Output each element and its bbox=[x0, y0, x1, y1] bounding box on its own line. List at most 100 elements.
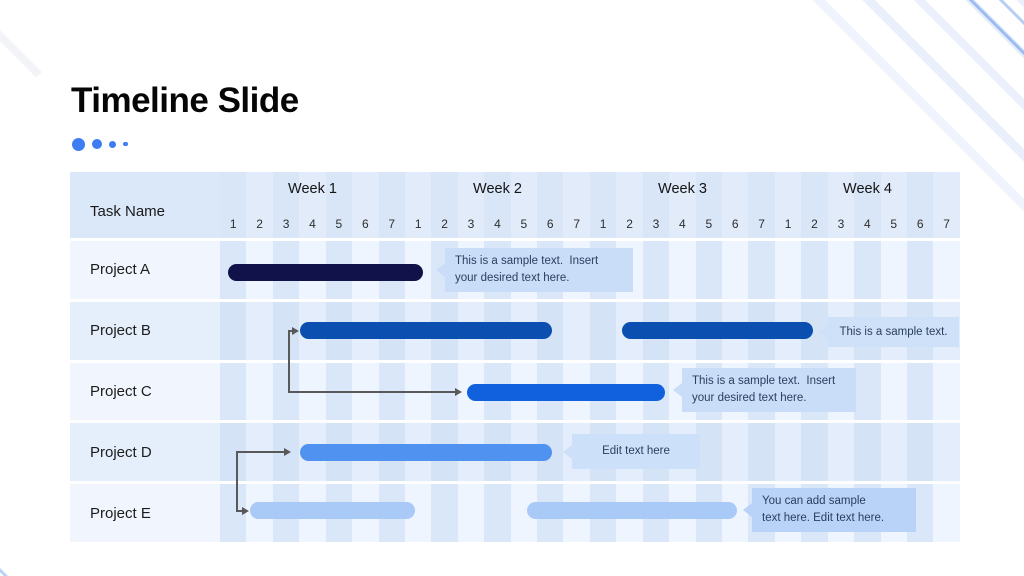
grid-cell bbox=[220, 301, 247, 360]
grid-cell bbox=[827, 423, 855, 482]
grid-cell bbox=[933, 362, 960, 421]
day-header-cell: 4 bbox=[299, 172, 326, 238]
week-label: Week 2 bbox=[473, 181, 522, 197]
connector-line bbox=[236, 510, 242, 512]
grid-cell bbox=[880, 362, 907, 421]
day-header-cell: 6 bbox=[906, 172, 934, 238]
grid-cell bbox=[457, 484, 485, 542]
task-name-cell[interactable]: Project E bbox=[70, 484, 220, 542]
task-column-header: Task Name bbox=[70, 172, 220, 238]
grid-cell bbox=[669, 241, 696, 299]
callout-text: This is a sample text. Insert your desir… bbox=[455, 255, 599, 284]
callout-text: You can add sample text here. Edit text … bbox=[762, 495, 885, 524]
grid-cell bbox=[854, 423, 881, 482]
gantt-bar[interactable] bbox=[300, 444, 552, 461]
task-name-cell[interactable]: Project C bbox=[70, 362, 220, 421]
callout-text: Edit text here bbox=[602, 445, 670, 458]
day-header-cell: 1 bbox=[589, 172, 617, 238]
grid-cell bbox=[220, 362, 247, 421]
callout-tail bbox=[743, 503, 752, 517]
grid-cell bbox=[642, 241, 670, 299]
gantt-bar[interactable] bbox=[527, 502, 737, 519]
day-header-cell: 5 bbox=[510, 172, 538, 238]
grid-cell bbox=[906, 362, 934, 421]
grid-cell bbox=[801, 423, 828, 482]
day-header-cell: 6 bbox=[537, 172, 564, 238]
gantt-bar[interactable] bbox=[622, 322, 813, 339]
gantt-bar[interactable] bbox=[467, 384, 665, 401]
day-header-cell: 6 bbox=[722, 172, 749, 238]
connector-arrowhead bbox=[284, 447, 291, 456]
task-name-cell[interactable]: Project B bbox=[70, 301, 220, 360]
gantt-bar[interactable] bbox=[250, 502, 415, 519]
deco-blue-line-top-right bbox=[956, 0, 1024, 143]
day-header-cell: 7 bbox=[563, 172, 590, 238]
deco-diagonal-bottom-left bbox=[0, 520, 25, 576]
slide-title[interactable]: Timeline Slide bbox=[71, 81, 299, 120]
grid-cell bbox=[484, 484, 511, 542]
callout[interactable]: This is a sample text. bbox=[819, 317, 959, 347]
callout-tail bbox=[819, 325, 828, 339]
callout-text: This is a sample text. Insert your desir… bbox=[692, 375, 836, 404]
week-label: Week 4 bbox=[843, 181, 892, 197]
grid-cell bbox=[563, 301, 590, 360]
grid-cell bbox=[431, 484, 458, 542]
grid-cell bbox=[801, 241, 828, 299]
day-header-cell: 2 bbox=[616, 172, 643, 238]
connector-line bbox=[236, 451, 284, 453]
grid-cell bbox=[246, 301, 273, 360]
day-header-cell: 3 bbox=[272, 172, 300, 238]
day-header-cell: 3 bbox=[457, 172, 485, 238]
callout[interactable]: This is a sample text. Insert your desir… bbox=[436, 248, 633, 292]
grid-cell bbox=[722, 241, 749, 299]
day-header-cell: 7 bbox=[748, 172, 775, 238]
day-header-cell: 6 bbox=[352, 172, 379, 238]
week-label: Week 1 bbox=[288, 181, 337, 197]
grid-cell bbox=[854, 241, 881, 299]
grid-cell bbox=[748, 241, 775, 299]
accent-dot bbox=[109, 140, 116, 148]
grid-cell bbox=[827, 241, 855, 299]
accent-dot bbox=[72, 137, 85, 151]
callout[interactable]: Edit text here bbox=[563, 434, 700, 469]
deco-blue-line-top-right bbox=[986, 0, 1024, 115]
day-header-cell: 4 bbox=[484, 172, 511, 238]
day-header-cell: 2 bbox=[246, 172, 273, 238]
week-label: Week 3 bbox=[658, 181, 707, 197]
deco-diagonal-top-right bbox=[990, 0, 1024, 159]
grid-cell bbox=[880, 241, 907, 299]
callout-tail bbox=[436, 263, 445, 277]
day-header-cell: 5 bbox=[880, 172, 907, 238]
day-header-cell: 7 bbox=[933, 172, 960, 238]
connector-arrowhead bbox=[242, 506, 249, 515]
grid-cell bbox=[854, 362, 881, 421]
connector-line bbox=[288, 391, 455, 393]
callout-tail bbox=[673, 383, 682, 397]
gantt-bar[interactable] bbox=[300, 322, 552, 339]
task-name-cell[interactable]: Project A bbox=[70, 241, 220, 299]
accent-dot bbox=[92, 139, 102, 149]
grid-cell bbox=[933, 241, 960, 299]
gantt-bar[interactable] bbox=[228, 264, 423, 281]
grid-cell bbox=[880, 423, 907, 482]
grid-cell bbox=[906, 241, 934, 299]
callout-tail bbox=[563, 444, 572, 459]
callout-text: This is a sample text. bbox=[839, 325, 948, 338]
callout[interactable]: This is a sample text. Insert your desir… bbox=[673, 368, 856, 412]
day-header-cell: 1 bbox=[404, 172, 432, 238]
callout[interactable]: You can add sample text here. Edit text … bbox=[743, 488, 916, 532]
day-header-cell: 5 bbox=[325, 172, 353, 238]
grid-cell bbox=[722, 423, 749, 482]
grid-cell bbox=[748, 423, 775, 482]
day-header-cell: 2 bbox=[801, 172, 828, 238]
deco-blue-line-bottom-left bbox=[0, 528, 38, 576]
grid-cell bbox=[933, 484, 960, 542]
day-header-cell: 2 bbox=[431, 172, 458, 238]
day-header-cell: 4 bbox=[854, 172, 881, 238]
task-name-cell[interactable]: Project D bbox=[70, 423, 220, 482]
deco-diagonal-top-left bbox=[0, 0, 42, 78]
connector-line bbox=[288, 331, 290, 392]
